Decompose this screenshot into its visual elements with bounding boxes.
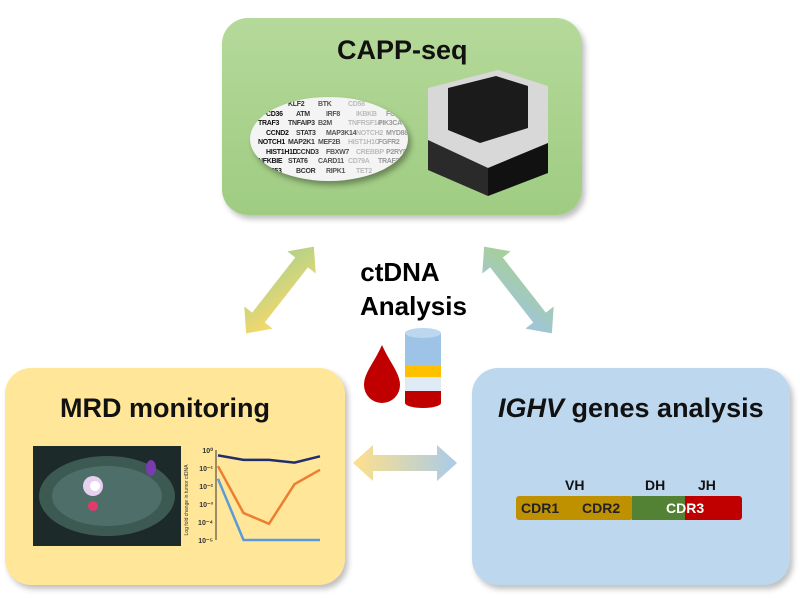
y-tick-label: 10⁰ [202, 447, 213, 455]
gene-label: CREBBP [356, 148, 384, 156]
series-line [216, 478, 320, 542]
gene-label: NFKBIE [258, 158, 283, 165]
gene-label: CARD11 [318, 158, 344, 165]
gene-label: IKBKB [356, 110, 377, 118]
gene-label: BIRC3 [378, 101, 398, 108]
gene-label: PIK3CA [378, 120, 402, 127]
series-line [217, 454, 321, 464]
gene-label: TRAF3 [258, 120, 280, 127]
gene-label: TNFAIP3 [288, 120, 315, 127]
double-arrow-left [244, 246, 316, 334]
gene-label: TET2 [356, 167, 372, 175]
dh-label: DH [645, 477, 666, 493]
gene-label: TNFRSF14 [348, 120, 381, 127]
gene-label: TP53 [266, 167, 282, 175]
blood-tube-icon [364, 328, 441, 408]
gene-label: CCND2 [266, 129, 289, 137]
cdr3-label: CDR3 [666, 500, 705, 516]
series-line [216, 465, 321, 526]
double-arrow-right [482, 246, 554, 334]
gene-label: BTK [318, 101, 332, 108]
gene-label: STAT6 [288, 158, 308, 165]
gene-label: RIPK1 [326, 167, 346, 175]
ighv-title: IGHV genes analysis [498, 393, 764, 423]
gene-label: FBXW7 [326, 148, 350, 156]
ctdna-line-chart: Log fold change in tumor ctDNA 10⁰ 10⁻¹ 10⁻… [184, 447, 321, 545]
gene-label: NOTCH2 [356, 129, 383, 137]
dh-segment [632, 496, 686, 520]
gene-label: B2M [318, 120, 332, 127]
gene-label: HIST1H1C [348, 139, 380, 146]
y-tick-label: 10⁻³ [199, 502, 213, 509]
y-tick-label: 10⁻⁴ [198, 520, 213, 527]
center-title-line1: ctDNA [360, 257, 440, 287]
gene-label: MYC [386, 167, 401, 175]
capp-seq-title: CAPP-seq [337, 35, 468, 65]
gene-label: CCND3 [296, 148, 319, 156]
pet-scan-image [33, 446, 181, 546]
cdr1-label: CDR1 [521, 500, 560, 516]
gene-label: ID3 [258, 101, 268, 108]
y-axis-label: Log fold change in tumor ctDNA [184, 464, 190, 536]
gene-label: CD79A [348, 158, 370, 165]
gene-label: MYD88 [386, 129, 408, 137]
center-title-line2: Analysis [360, 291, 467, 321]
gene-label: IRF8 [326, 110, 340, 118]
gene-label: P2RY8 [386, 148, 407, 156]
jh-label: JH [698, 477, 716, 493]
gene-label: STAT3 [296, 129, 316, 137]
vh-label: VH [565, 477, 585, 493]
ighv-panel [472, 368, 790, 585]
gene-label: CD58 [348, 101, 365, 108]
gene-label: BCOR [296, 167, 316, 175]
gene-label: TRAF2 [378, 158, 400, 165]
y-tick-label: 10⁻⁵ [198, 538, 213, 545]
gene-label: MAP3K14 [326, 129, 357, 137]
y-tick-label: 10⁻² [199, 484, 213, 491]
y-tick-label: 10⁻¹ [199, 466, 213, 473]
gene-label: FOXO1 [386, 110, 408, 118]
gene-label: KLF2 [288, 101, 305, 108]
gene-label: NOTCH1 [258, 139, 285, 146]
blood-drop-icon [364, 345, 400, 403]
mrd-title: MRD monitoring [60, 393, 270, 423]
gene-label: ATM [296, 110, 310, 118]
gene-label: CD36 [266, 110, 283, 118]
sequencer-image [428, 70, 548, 196]
double-arrow-horizontal [353, 445, 457, 481]
vh-segment [516, 496, 633, 520]
gene-label: MEF2B [318, 139, 341, 146]
cdr2-label: CDR2 [582, 500, 621, 516]
gene-label: HIST1H1D [266, 148, 298, 156]
gene-label: FGFR2 [378, 139, 400, 146]
jh-segment [685, 496, 742, 520]
gene-label: MAP2K1 [288, 139, 315, 146]
